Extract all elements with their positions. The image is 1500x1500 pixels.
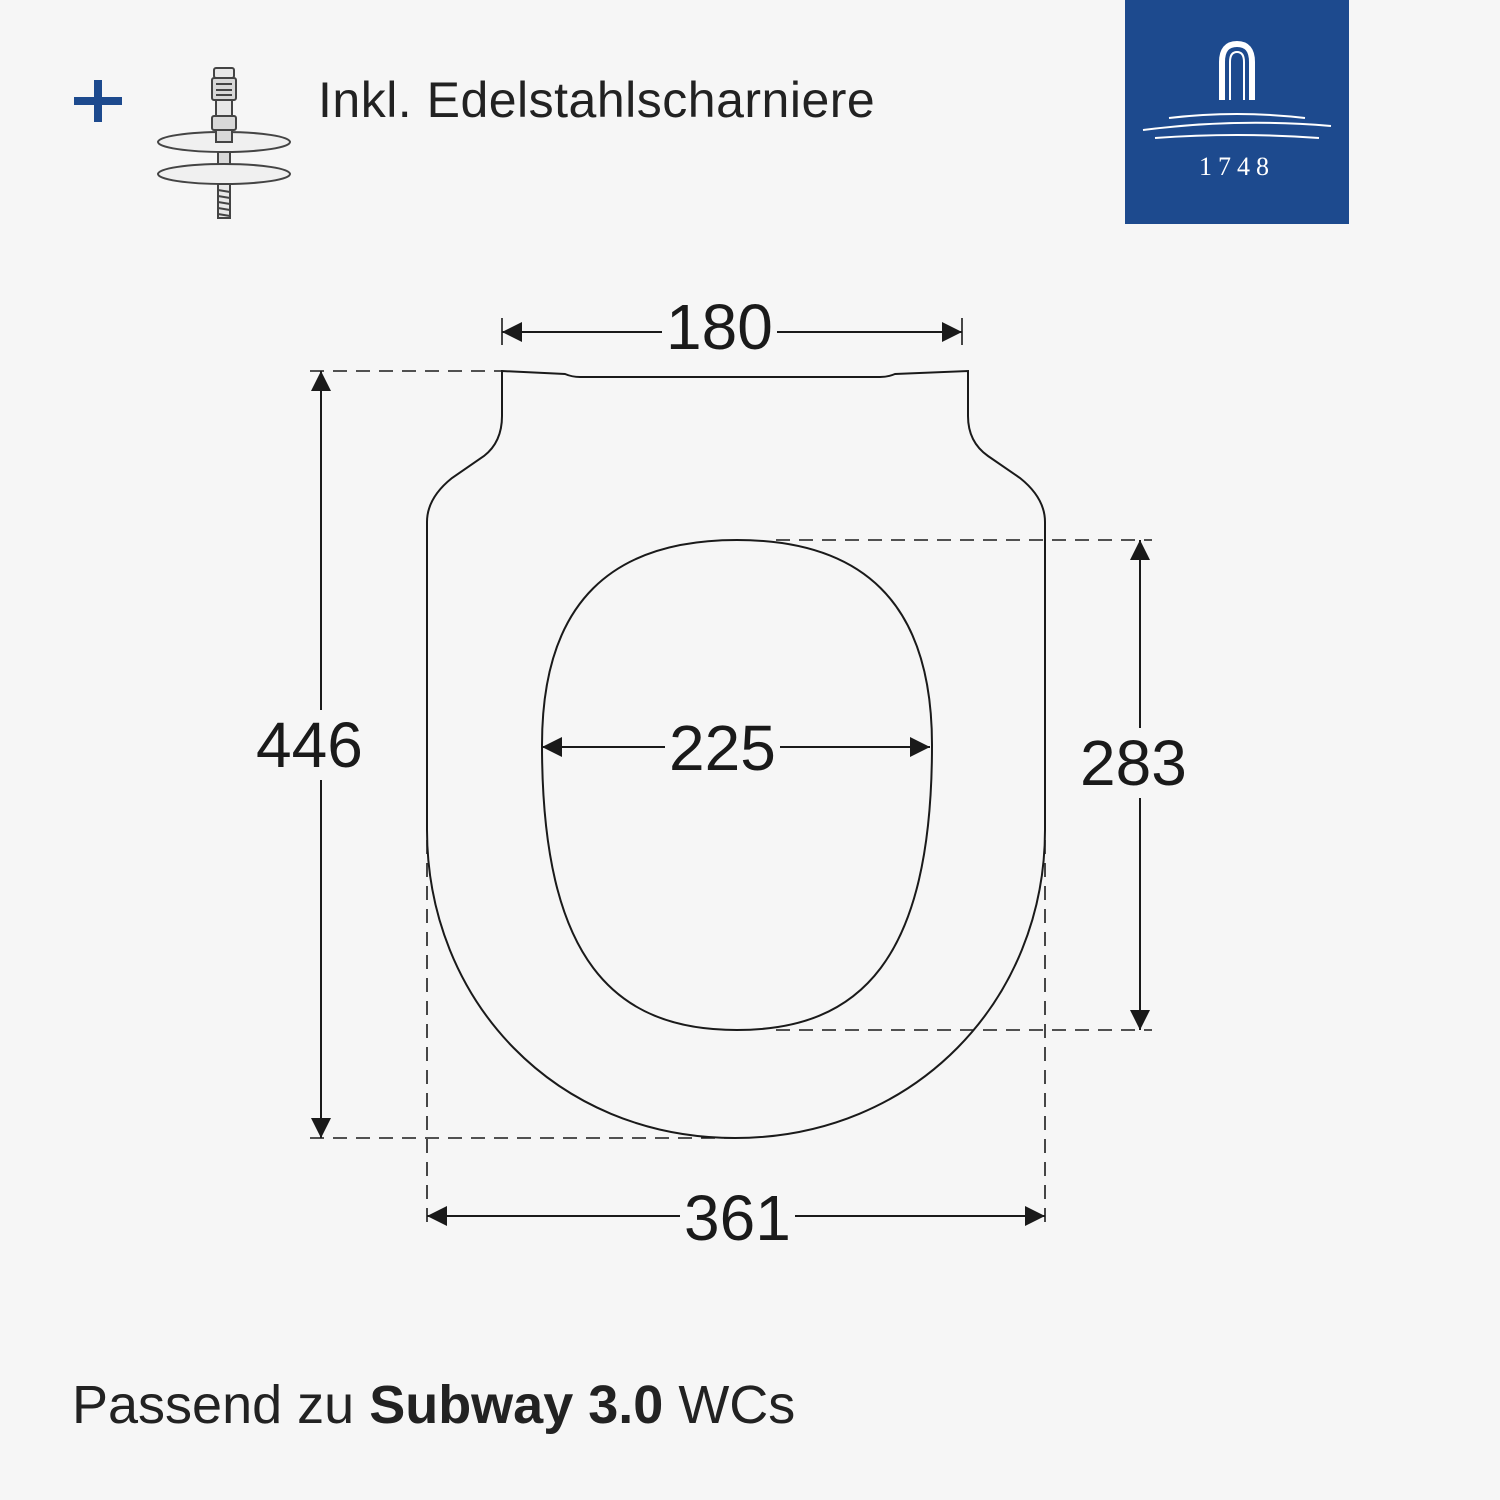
dimension-inner-length: 283	[1080, 727, 1187, 799]
extension-lines	[310, 370, 1152, 1230]
dimension-total-width: 361	[680, 1183, 795, 1253]
seat-outer-outline	[426, 369, 1046, 1140]
compatible-product-name: Subway 3.0	[369, 1375, 664, 1435]
brand-logo: 1748	[1125, 0, 1349, 224]
dimension-top-width: 180	[662, 292, 777, 362]
included-hinges-text: Inkl. Edelstahlscharniere	[318, 72, 876, 128]
compatibility-text: Passend zu Subway 3.0 WCs	[72, 1372, 795, 1438]
compatibility-suffix: WCs	[663, 1375, 796, 1435]
dimension-total-length: 446	[256, 709, 363, 781]
compatibility-prefix: Passend zu	[72, 1375, 370, 1435]
plus-icon	[74, 80, 122, 122]
fountain-arch-icon	[1142, 40, 1332, 139]
brand-year: 1748	[1199, 152, 1275, 181]
dimension-inner-width: 225	[665, 713, 780, 783]
seat-inner-opening	[540, 538, 934, 1032]
stainless-steel-hinge-icon	[157, 67, 291, 219]
